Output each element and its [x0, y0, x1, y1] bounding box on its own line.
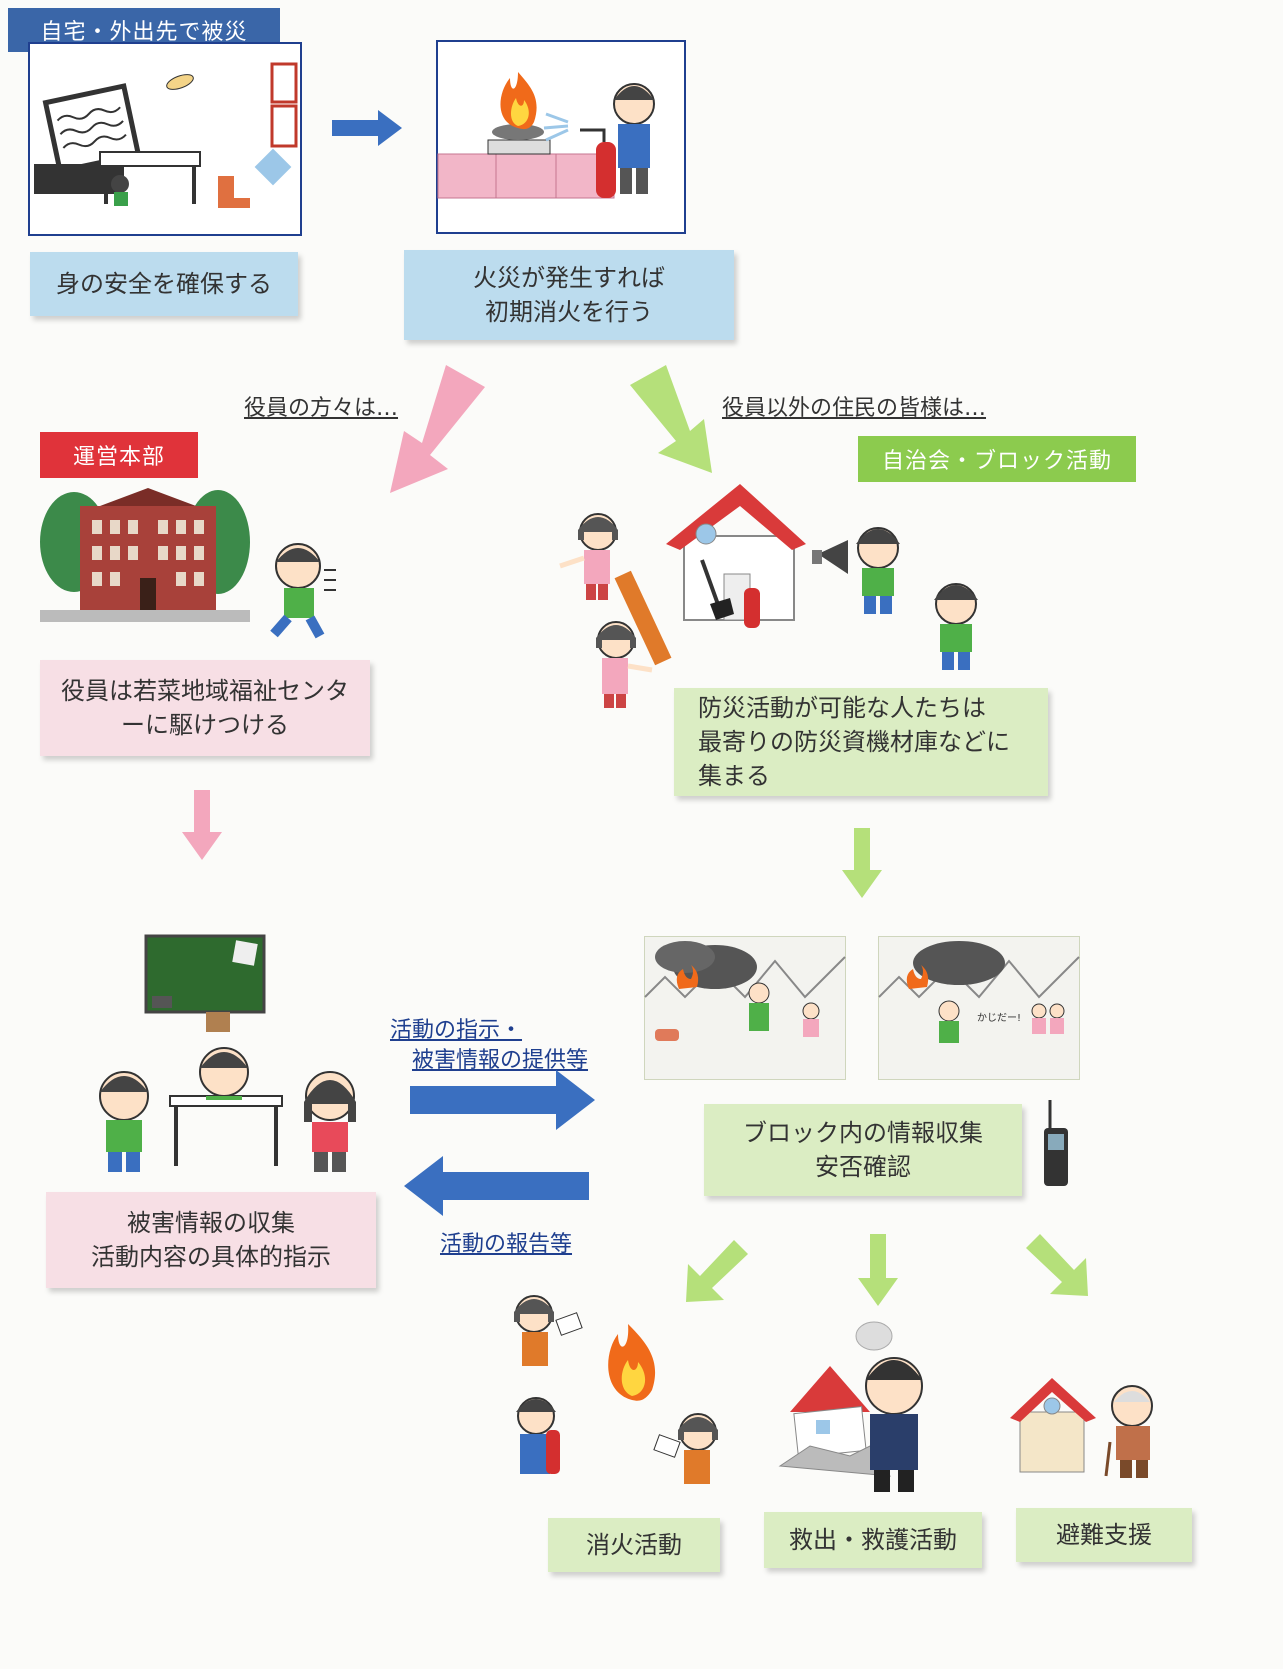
- person-icon: [99, 1071, 149, 1172]
- shout-text: かじだー!: [977, 1012, 1021, 1024]
- box-block-info-collection: ブロック内の情報収集 安否確認: [704, 1104, 1022, 1196]
- running-officer-icon: [270, 543, 336, 639]
- label-report: 活動の報告等: [440, 1232, 573, 1257]
- smoke-icon: かじだー!: [878, 941, 1080, 1043]
- box-collect-damage-info: 被害情報の収集 活動内容の具体的指示: [46, 1192, 376, 1288]
- arrow-blue-right: [410, 1070, 595, 1130]
- collapsed-house-icon: [778, 1321, 893, 1477]
- extinguisher-icon: [744, 588, 760, 628]
- elderly-icon: [1104, 1385, 1153, 1478]
- panel-earthquake-home: [28, 42, 302, 236]
- house-icon: [1010, 1378, 1096, 1473]
- person-icon: [516, 1397, 560, 1474]
- extinguisher-icon: [580, 128, 616, 198]
- box-initial-firefighting: 火災が発生すれば 初期消火を行う: [404, 250, 734, 340]
- building-icon: [40, 488, 250, 622]
- person-icon: [653, 1413, 718, 1484]
- person-icon: [514, 1295, 583, 1366]
- tag-block-activity: 自治会・ブロック活動: [858, 436, 1136, 482]
- box-evacuation-support: 避難支援: [1016, 1508, 1192, 1562]
- person-icon: [865, 1357, 923, 1492]
- arrow-green-down: [842, 828, 882, 898]
- person-icon: [856, 527, 900, 614]
- blackboard-icon: [144, 934, 266, 1032]
- house-icon: [666, 484, 806, 621]
- label-officers: 役員の方々は…: [244, 396, 399, 421]
- person-icon: [559, 513, 618, 600]
- radio-icon: [1044, 1100, 1068, 1186]
- megaphone-icon: [812, 540, 848, 574]
- scene-block-fire-2: かじだー!: [878, 936, 1080, 1080]
- box-rescue: 救出・救護活動: [764, 1512, 982, 1568]
- label-residents: 役員以外の住民の皆様は…: [722, 396, 987, 421]
- box-officers-rush: 役員は若菜地域福祉センタ ーに駆けつける: [40, 660, 370, 756]
- meeting-scene: [99, 1047, 356, 1172]
- person-icon: [304, 1071, 356, 1172]
- fire-scene: [437, 72, 655, 199]
- table-icon: [99, 151, 201, 204]
- panel-initial-fire: [436, 40, 686, 234]
- box-firefighting: 消火活動: [548, 1518, 720, 1572]
- arrow-green-down-left: [686, 1240, 748, 1302]
- evacuation-scene: [1010, 1378, 1153, 1478]
- arrow-blue-left: [404, 1156, 589, 1216]
- arrow-right-1: [332, 110, 402, 146]
- smoke-icon: [644, 941, 846, 1041]
- box-ensure-safety: 身の安全を確保する: [30, 252, 298, 316]
- label-instruction-2: 被害情報の提供等: [412, 1048, 589, 1073]
- arrow-green-down-right: [1026, 1234, 1088, 1296]
- stretcher-icon: [614, 570, 672, 666]
- person-icon: [613, 83, 655, 194]
- arrow-green-diagonal: [630, 365, 712, 473]
- gathering-scene: [559, 484, 978, 708]
- box-gather-at-storehouse: 防災活動が可能な人たちは 最寄りの防災資機材庫などに 集まる: [674, 688, 1048, 796]
- earthquake-scene: [34, 62, 298, 208]
- arrow-pink-down: [182, 790, 222, 860]
- rescue-scene: [778, 1321, 923, 1492]
- person-icon: [596, 621, 653, 708]
- arrow-green-down-center: [858, 1234, 898, 1306]
- firefighting-scene: [514, 1295, 718, 1484]
- person-icon: [199, 1047, 249, 1100]
- tag-headquarters: 運営本部: [40, 432, 198, 478]
- scene-block-fire-1: [644, 936, 846, 1080]
- arrow-pink-diagonal: [390, 365, 485, 493]
- fire-icon: [500, 72, 537, 130]
- fire-icon: [608, 1324, 656, 1401]
- person-icon: [934, 583, 978, 670]
- shovel-icon: [700, 559, 734, 620]
- label-instruction-1: 活動の指示・: [390, 1018, 523, 1043]
